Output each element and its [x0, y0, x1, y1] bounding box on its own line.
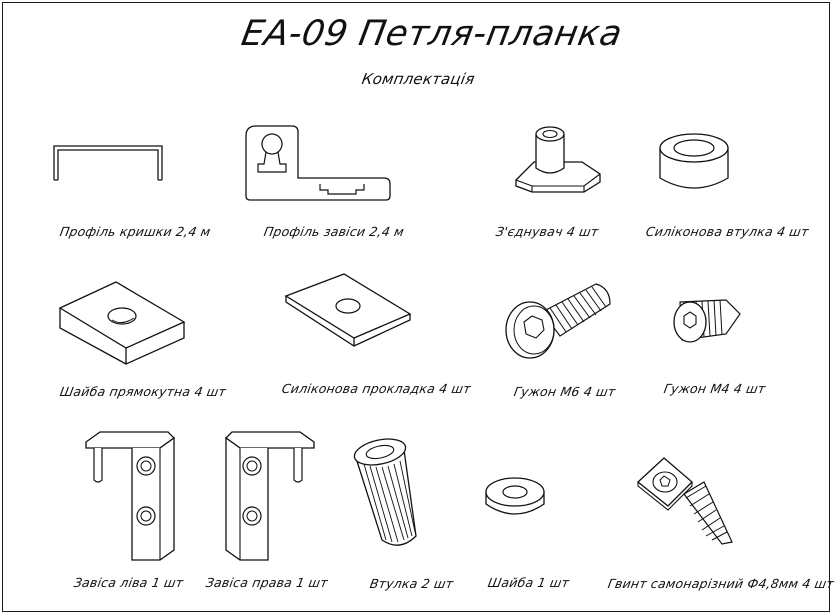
connector-icon — [512, 122, 604, 198]
hinge-profile-icon — [244, 122, 394, 204]
hinge-right-icon — [222, 430, 318, 566]
part-label-bushing: Втулка 2 шт — [368, 576, 455, 591]
washer-icon — [482, 474, 548, 524]
part-label-hinge-right: Завіса права 1 шт — [204, 575, 330, 590]
silicone-gasket-icon — [282, 272, 414, 352]
page-subtitle: Комплектація — [360, 70, 477, 88]
page-title: EA-09 Петля-планка — [238, 14, 626, 54]
part-label-hinge-left: Завіса ліва 1 шт — [72, 575, 185, 590]
part-label-connector: З'єднувач 4 шт — [494, 224, 600, 239]
part-label-washer: Шайба 1 шт — [486, 575, 571, 590]
hinge-left-icon — [82, 430, 178, 566]
part-label-profile-hinge: Профіль завіси 2,4 м — [262, 224, 406, 239]
knurled-bushing-icon — [346, 436, 432, 556]
silicone-bushing-icon — [656, 130, 732, 196]
part-label-setscrew-m6: Гужон М6 4 шт — [512, 384, 617, 399]
part-label-rect-washer: Шайба прямокутна 4 шт — [58, 384, 228, 399]
rectangular-washer-icon — [54, 278, 188, 366]
set-screw-m4-icon — [668, 292, 748, 348]
part-label-silicone-bushing: Силіконова втулка 4 шт — [644, 224, 810, 239]
part-label-self-tapping-screw: Гвинт самонарізний Ф4,8мм 4 шт — [606, 576, 836, 591]
part-label-setscrew-m4: Гужон М4 4 шт — [662, 381, 767, 396]
self-tapping-screw-icon — [634, 452, 740, 552]
part-label-profile-cover: Профіль кришки 2,4 м — [58, 224, 212, 239]
channel-profile-icon — [48, 140, 173, 185]
part-label-silicone-gasket: Силіконова прокладка 4 шт — [280, 381, 473, 396]
set-screw-m6-icon — [500, 274, 618, 364]
